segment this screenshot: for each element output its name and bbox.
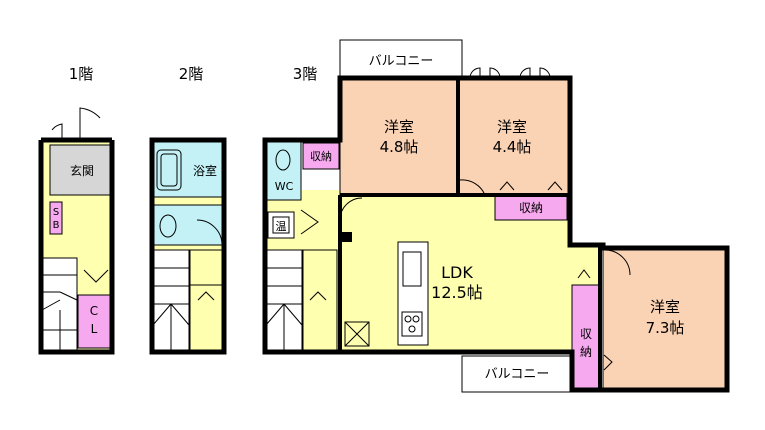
room2-size: 4.4帖 xyxy=(493,138,532,156)
cl-l-label: L xyxy=(91,322,98,336)
bathtub-icon xyxy=(156,149,182,191)
shoe-box xyxy=(49,201,63,235)
pillar xyxy=(342,232,352,242)
western-room-1 xyxy=(339,77,459,196)
toilet2-icon xyxy=(159,214,177,238)
stove-icon xyxy=(401,311,423,337)
closet-mid xyxy=(494,194,568,221)
water-heater xyxy=(267,211,295,239)
genkan-room xyxy=(49,144,113,196)
floor1-stair-steps xyxy=(41,274,78,350)
closet-mid-label: 収納 xyxy=(519,201,543,215)
floor-2-label: 2階 xyxy=(179,65,204,83)
balcony-bottom-label: バルコニー xyxy=(485,367,550,382)
ldk-label: LDK xyxy=(441,263,473,282)
toilet-icon xyxy=(275,149,291,171)
closet-small xyxy=(302,142,340,170)
room2-label: 洋室 xyxy=(497,118,527,136)
wc-label: WC xyxy=(275,180,294,193)
floor1-stair-arrow xyxy=(83,269,109,283)
balcony-top-label: バルコニー xyxy=(369,54,434,69)
floor2-stair-arrow xyxy=(197,291,215,301)
genkan-label: 玄関 xyxy=(70,163,94,178)
floor3-stair-steps xyxy=(265,267,303,350)
room1-size: 4.8帖 xyxy=(380,138,419,156)
closet-small-label: 収納 xyxy=(310,150,332,163)
floor1-closet xyxy=(77,294,111,349)
floor2-walls xyxy=(149,137,227,355)
closet-right xyxy=(571,284,601,391)
entrance-door-icon xyxy=(79,107,101,140)
floor-3-plan: バルコニー 洋室 4.8帖 洋室 4.4帖 収納 収納 WC 温 xyxy=(262,39,730,393)
floor3-stair-arrow xyxy=(309,291,327,301)
sb-b-label: B xyxy=(53,220,60,231)
floor-1-plan: 玄関 S B C L xyxy=(38,107,115,355)
closet-right-label-2: 納 xyxy=(580,345,592,359)
room1-label: 洋室 xyxy=(384,118,414,136)
sink-icon xyxy=(402,251,422,287)
ldk-size: 12.5帖 xyxy=(431,283,483,302)
room3-size: 7.3帖 xyxy=(646,319,685,337)
floor-2-plan: 浴室 xyxy=(149,137,227,355)
room3-label: 洋室 xyxy=(650,298,680,316)
western-room-2 xyxy=(457,77,571,196)
bath-label: 浴室 xyxy=(193,163,217,178)
bathroom xyxy=(151,141,225,198)
fridge-icon xyxy=(344,321,370,347)
closet-right-label-1: 収 xyxy=(580,327,592,341)
floor3-walls xyxy=(262,75,730,393)
entrance-door2-icon xyxy=(51,123,63,140)
floor3-doors xyxy=(300,179,631,371)
water-heater-label: 温 xyxy=(276,220,287,233)
washroom xyxy=(151,204,225,246)
floor2-stair-steps xyxy=(152,267,190,350)
floor-1-label: 1階 xyxy=(69,65,94,83)
floor-3-label: 3階 xyxy=(293,65,318,83)
cl-c-label: C xyxy=(90,304,98,318)
floor1-walls xyxy=(38,137,115,355)
sb-s-label: S xyxy=(53,207,59,218)
